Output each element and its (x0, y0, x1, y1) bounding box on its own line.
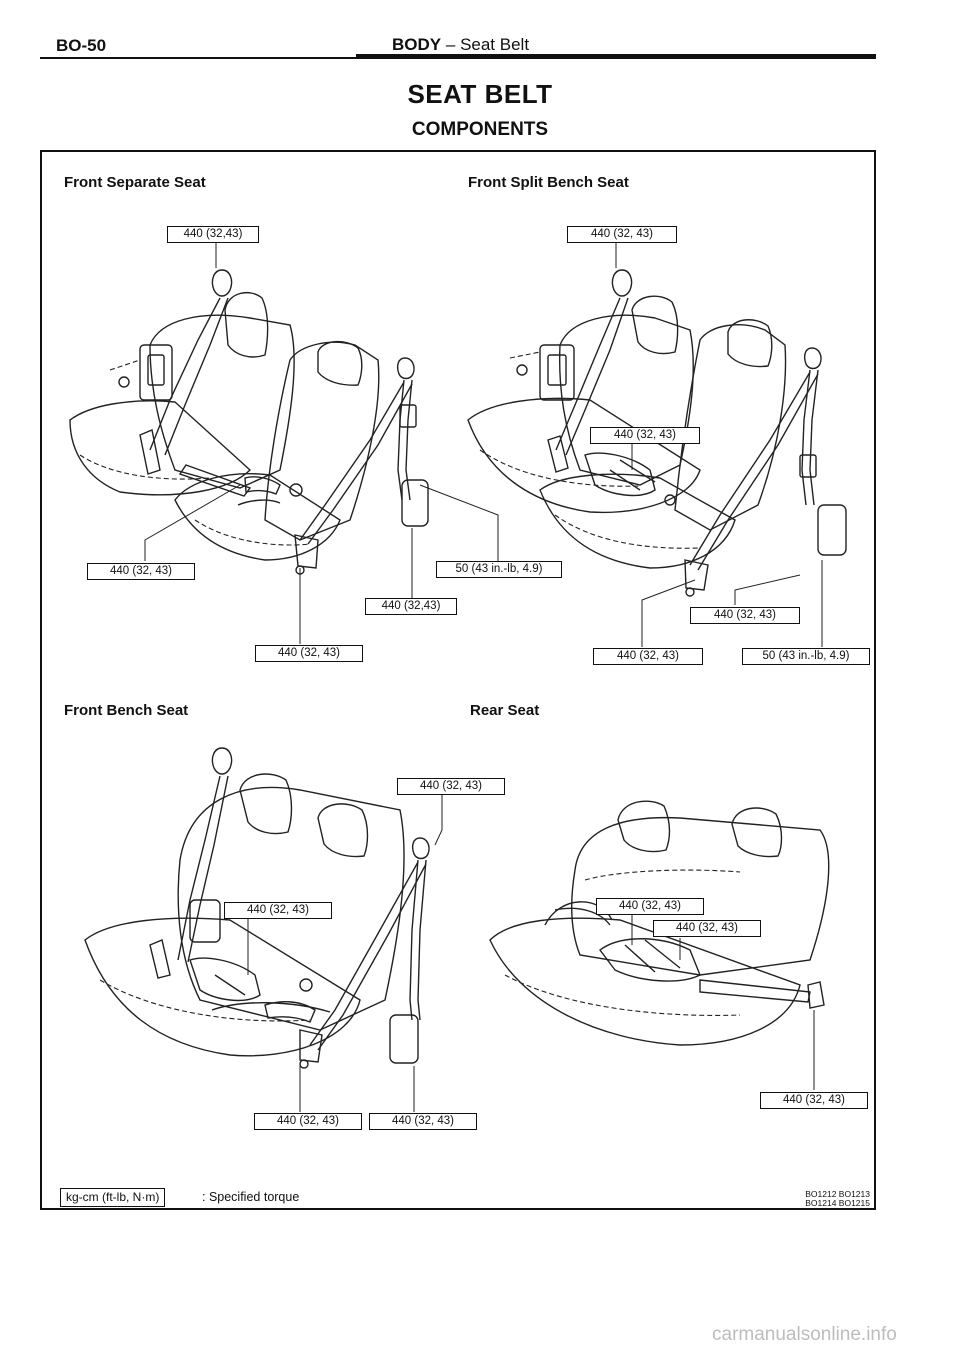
figure-codes: BO1212 BO1213 BO1214 BO1215 (762, 1190, 870, 1208)
torque-label: 50 (43 in.-lb, 4.9) (436, 561, 562, 578)
header-section: BODY (392, 35, 442, 54)
heading-front-split-bench-seat: Front Split Bench Seat (468, 174, 629, 191)
page-subtitle: COMPONENTS (411, 119, 549, 140)
header-subsection: Seat Belt (460, 35, 530, 54)
torque-label: 440 (32, 43) (593, 648, 703, 665)
torque-label: 50 (43 in.-lb, 4.9) (742, 648, 870, 665)
torque-unit-box: kg-cm (ft-lb, N·m) (60, 1188, 166, 1207)
components-frame (40, 150, 876, 1210)
watermark: carmanualsonline.info (712, 1324, 897, 1345)
heading-front-bench-seat: Front Bench Seat (64, 702, 189, 719)
torque-label: 440 (32, 43) (397, 778, 505, 795)
heading-front-separate-seat: Front Separate Seat (64, 174, 206, 191)
figure-code-line: BO1212 BO1213 (805, 1189, 870, 1199)
torque-label: 440 (32, 43) (596, 898, 704, 915)
torque-label: 440 (32, 43) (760, 1092, 868, 1109)
header-rule-thick (356, 54, 876, 57)
page-title: SEAT BELT (407, 79, 553, 109)
running-header: BODY – Seat Belt (392, 35, 529, 55)
page-number: BO-50 (56, 36, 107, 55)
torque-unit-description: : Specified torque (202, 1190, 300, 1204)
torque-label: 440 (32, 43) (690, 607, 800, 624)
header-rule (40, 57, 876, 59)
front-separate-seat-drawing (69, 243, 499, 644)
rear-seat-drawing (489, 800, 830, 1090)
header-separator: – (445, 35, 456, 54)
torque-label: 440 (32, 43) (567, 226, 677, 243)
torque-label: 440 (32,43) (365, 598, 457, 615)
torque-label: 440 (32, 43) (255, 645, 363, 662)
front-split-bench-seat-drawing (467, 243, 847, 647)
torque-label: 440 (32, 43) (254, 1113, 362, 1130)
figure-code-line: BO1214 BO1215 (805, 1198, 870, 1208)
torque-label: 440 (32, 43) (653, 920, 761, 937)
front-bench-seat-drawing (84, 747, 443, 1112)
torque-label: 440 (32, 43) (590, 427, 700, 444)
torque-label: 440 (32,43) (167, 226, 259, 243)
torque-label: 440 (32, 43) (87, 563, 195, 580)
torque-label: 440 (32, 43) (224, 902, 332, 919)
heading-rear-seat: Rear Seat (470, 702, 540, 719)
torque-label: 440 (32, 43) (369, 1113, 477, 1130)
